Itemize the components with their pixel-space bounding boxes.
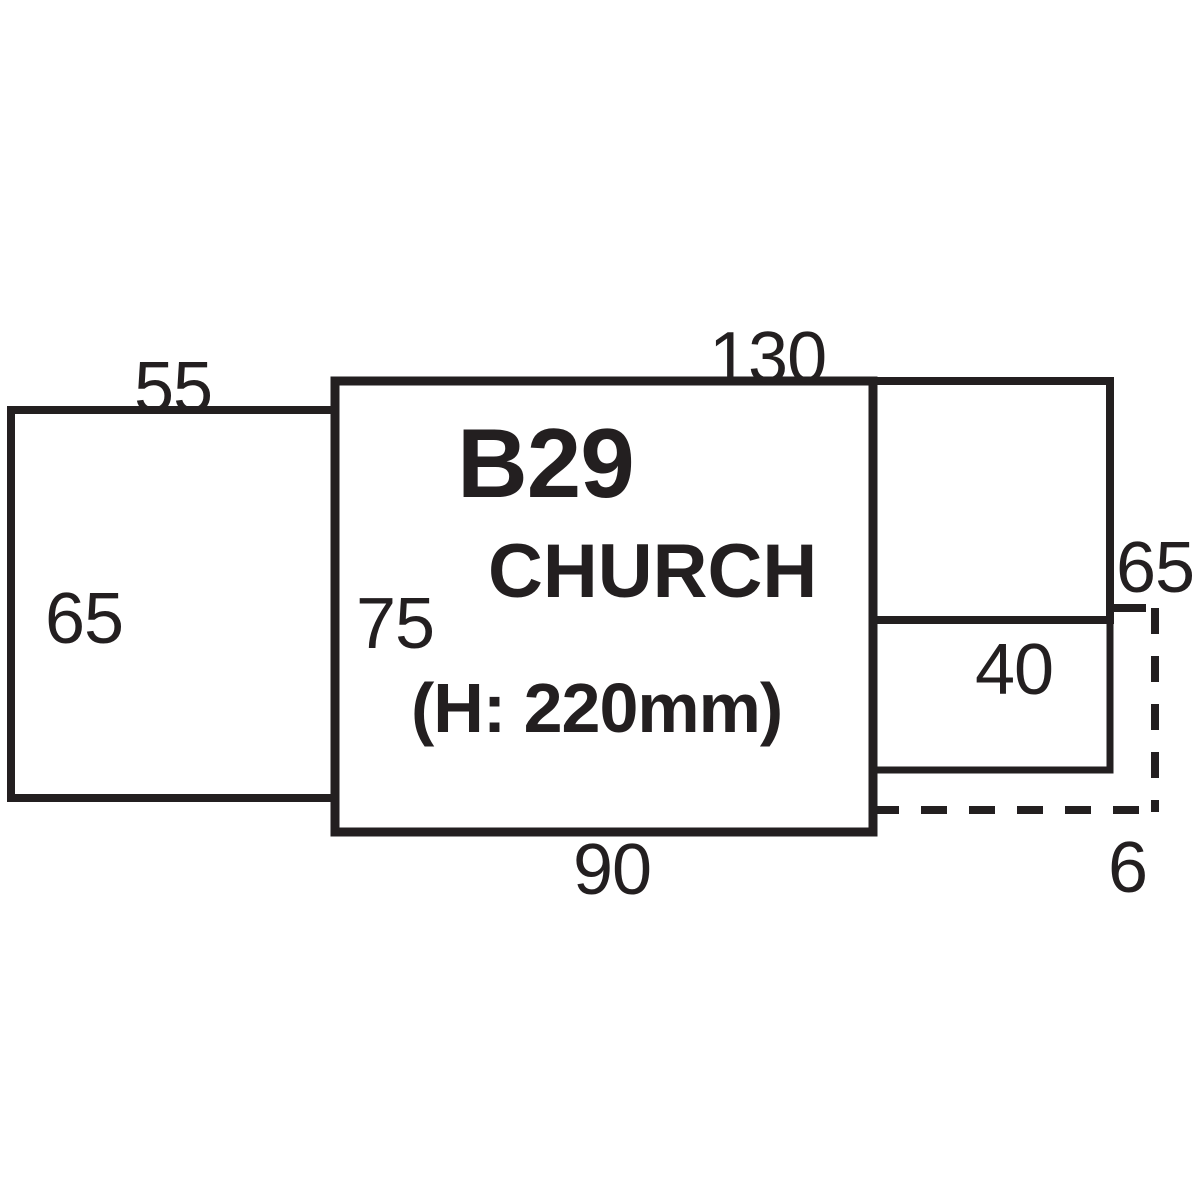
block-code-label: B29 xyxy=(457,408,635,518)
block-height-note-label: (H: 220mm) xyxy=(411,669,783,747)
dimension-center-width-bottom: 90 xyxy=(573,830,652,910)
dimension-center-width-top: 130 xyxy=(709,318,827,398)
dimension-left-width: 55 xyxy=(134,348,213,428)
right-upper-block-outline xyxy=(873,377,1114,624)
dimension-offset-bottom: 6 xyxy=(1108,828,1148,908)
dimension-center-height: 75 xyxy=(356,584,435,664)
block-name-label: CHURCH xyxy=(488,529,818,614)
dimension-right-lower-height: 40 xyxy=(975,630,1054,710)
center-block-outline xyxy=(330,376,878,837)
dimension-left-height: 65 xyxy=(45,579,124,659)
dimension-right-height: 65 xyxy=(1116,528,1195,608)
